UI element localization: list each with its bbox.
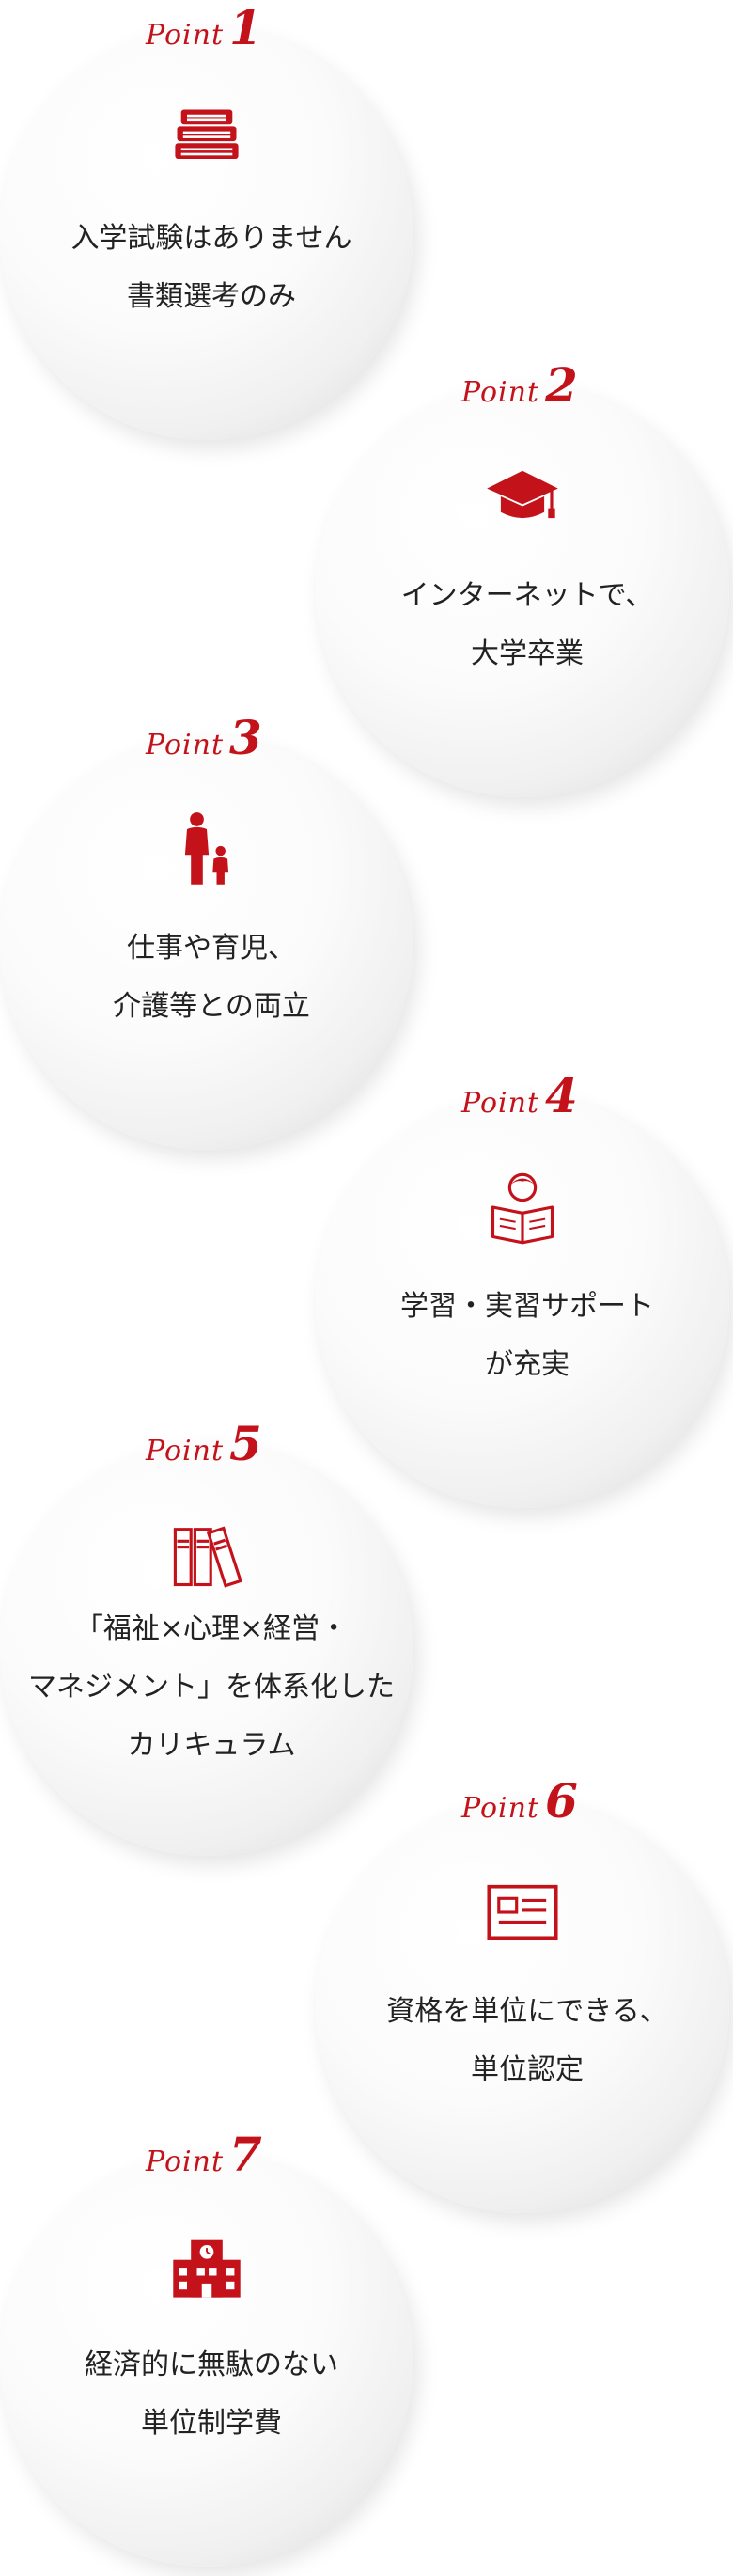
point-text: 資格を単位にできる、 単位認定	[386, 1995, 668, 2086]
person-reading-icon	[476, 1160, 569, 1254]
point-bubble	[316, 1094, 729, 1508]
certificate-card-icon	[476, 1865, 569, 1959]
point-text: 経済的に無駄のない 単位制学費	[85, 2348, 338, 2440]
point-bubble	[0, 736, 413, 1150]
point-bubble	[316, 384, 729, 797]
books-stack-icon	[160, 92, 254, 186]
point-bubble	[316, 1799, 729, 2213]
binders-icon	[160, 1508, 254, 1602]
parent-child-icon	[160, 802, 254, 896]
point-bubble	[0, 2153, 413, 2567]
point-text: インターネットで、 大学卒業	[400, 579, 654, 670]
point-text: 学習・実習サポート が充実	[400, 1290, 654, 1381]
point-text: 仕事や育児、 介護等との両立	[113, 932, 310, 1023]
point-bubble	[0, 1442, 413, 1856]
graduation-cap-icon	[476, 449, 569, 543]
point-text: 「福祉×心理×経営・ マネジメント」を体系化した カリキュラム	[28, 1612, 395, 1762]
school-building-icon	[160, 2219, 254, 2313]
point-bubble	[0, 26, 413, 440]
point-text: 入学試験はありません 書類選考のみ	[70, 222, 352, 313]
